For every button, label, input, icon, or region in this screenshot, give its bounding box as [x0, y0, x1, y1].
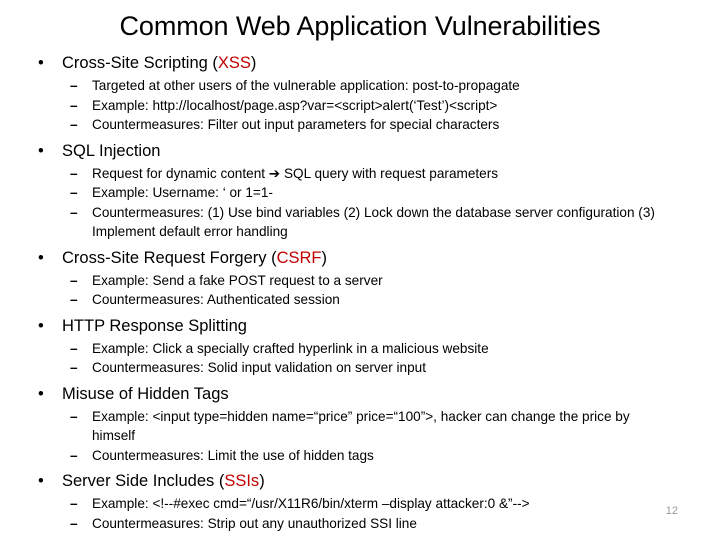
list-item-text: Example: <!--#exec cmd=“/usr/X11R6/bin/x… [92, 496, 530, 511]
bullet-dash-icon: – [70, 447, 78, 463]
bullet-dot-icon: • [38, 141, 44, 160]
list-item-text: Example: http://localhost/page.asp?var=<… [92, 97, 498, 113]
bullet-dot-icon: • [38, 248, 44, 267]
heading-text-suffix: ) [259, 472, 265, 490]
bullet-dot-icon: • [38, 316, 44, 335]
heading-text: Server Side Includes ( [62, 472, 225, 490]
vulnerability-detail-list: –Request for dynamic content ➔ SQL query… [0, 164, 720, 242]
page-number: 12 [665, 505, 678, 517]
bullet-dash-icon: – [70, 165, 78, 181]
vulnerability-detail-list: –Example: <!--#exec cmd=“/usr/X11R6/bin/… [0, 494, 720, 533]
vulnerability-heading: • Cross-Site Scripting (XSS) [0, 52, 720, 74]
list-item: –Countermeasures: Filter out input param… [0, 115, 720, 135]
list-item: –Example: Click a specially crafted hype… [0, 339, 720, 359]
vulnerability-heading: • Cross-Site Request Forgery (CSRF) [0, 247, 720, 269]
list-item-text: Example: Click a specially crafted hyper… [92, 340, 489, 356]
list-item-text: Countermeasures: Authenticated session [92, 292, 340, 307]
list-item-text: Countermeasures: Strip out any unauthori… [92, 515, 417, 531]
heading-text-suffix: ) [321, 248, 328, 267]
list-item: –Countermeasures: Solid input validation… [0, 358, 720, 378]
list-item-text: Example: Send a fake POST request to a s… [92, 272, 383, 288]
list-item: –Example: Username: ‘ or 1=1- [0, 183, 720, 203]
heading-text: Cross-Site Request Forgery ( [62, 248, 277, 267]
vulnerability-heading: • Server Side Includes (SSIs) [0, 470, 720, 492]
heading-text: Cross-Site Scripting ( [62, 54, 218, 72]
list-item: –Targeted at other users of the vulnerab… [0, 76, 720, 96]
list-item: –Countermeasures: Authenticated session [0, 290, 720, 310]
bullet-dash-icon: – [70, 117, 78, 132]
list-item: –Countermeasures: Limit the use of hidde… [0, 446, 720, 466]
list-item-text: Example: <input type=hidden name=“price”… [92, 408, 630, 444]
heading-text: HTTP Response Splitting [62, 316, 247, 335]
vulnerability-heading: • Misuse of Hidden Tags [0, 383, 720, 405]
list-item: –Request for dynamic content ➔ SQL query… [0, 164, 720, 184]
bullet-dot-icon: • [38, 472, 44, 490]
list-item-text: Request for dynamic content ➔ SQL query … [92, 165, 499, 181]
list-item-text: Example: Username: ‘ or 1=1- [92, 185, 273, 200]
list-item: –Example: <input type=hidden name=“price… [0, 407, 720, 446]
bullet-dash-icon: – [70, 292, 78, 307]
heading-text: Misuse of Hidden Tags [62, 384, 229, 403]
vulnerability-detail-list: –Example: Click a specially crafted hype… [0, 339, 720, 378]
list-item: –Example: Send a fake POST request to a … [0, 271, 720, 291]
bullet-dash-icon: – [70, 204, 78, 220]
list-item: –Countermeasures: Strip out any unauthor… [0, 514, 720, 534]
vulnerability-detail-list: –Example: <input type=hidden name=“price… [0, 407, 720, 466]
bullet-dash-icon: – [70, 97, 78, 113]
vulnerability-heading: • SQL Injection [0, 140, 720, 162]
bullet-dash-icon: – [70, 408, 78, 424]
bullet-dash-icon: – [70, 496, 78, 511]
list-item-text: Countermeasures: Solid input validation … [92, 360, 426, 375]
bullet-dot-icon: • [38, 54, 44, 72]
bullet-dot-icon: • [38, 384, 44, 403]
bullet-dash-icon: – [70, 185, 78, 200]
bullet-dash-icon: – [70, 515, 78, 531]
vulnerability-detail-list: –Targeted at other users of the vulnerab… [0, 76, 720, 135]
list-item: –Example: http://localhost/page.asp?var=… [0, 96, 720, 116]
list-item-text: Countermeasures: Filter out input parame… [92, 117, 500, 132]
heading-text: SQL Injection [62, 141, 161, 160]
bullet-dash-icon: – [70, 340, 78, 356]
bullet-dash-icon: – [70, 78, 78, 93]
heading-text-suffix: ) [250, 54, 257, 72]
list-item: –Countermeasures: (1) Use bind variables… [0, 203, 720, 242]
bullet-dash-icon: – [70, 272, 78, 288]
list-item-text: Countermeasures: Limit the use of hidden… [92, 447, 374, 463]
list-item-text: Targeted at other users of the vulnerabl… [92, 78, 520, 93]
vulnerability-detail-list: –Example: Send a fake POST request to a … [0, 271, 720, 310]
page-title: Common Web Application Vulnerabilities [119, 11, 601, 41]
heading-acronym: XSS [217, 54, 251, 72]
slide-body: •Cross-Site Scripting (XSS)–Targeted at … [0, 52, 720, 538]
heading-acronym: CSRF [276, 248, 322, 267]
vulnerability-list: •Cross-Site Scripting (XSS)–Targeted at … [0, 52, 720, 533]
heading-acronym: SSIs [224, 472, 260, 490]
vulnerability-heading: • HTTP Response Splitting [0, 315, 720, 337]
bullet-dash-icon: – [70, 360, 78, 375]
list-item-text: Countermeasures: (1) Use bind variables … [92, 204, 655, 240]
list-item: –Example: <!--#exec cmd=“/usr/X11R6/bin/… [0, 494, 720, 514]
